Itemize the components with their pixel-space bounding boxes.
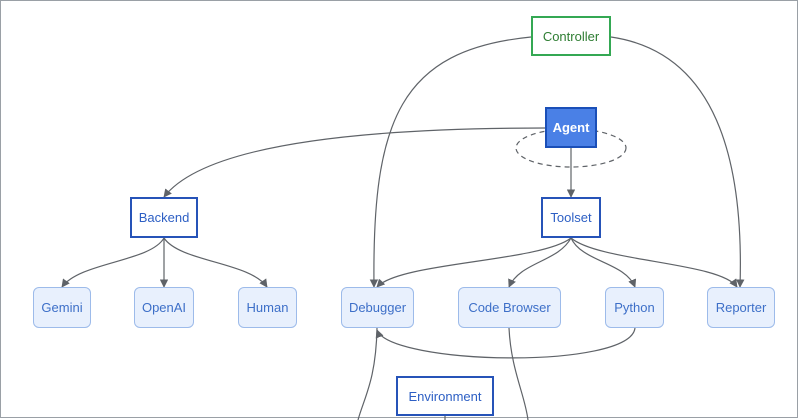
edge-controller-debugger bbox=[369, 36, 532, 288]
edge-backend-gemini bbox=[61, 237, 165, 288]
edge-python-debugger bbox=[375, 327, 636, 359]
edge-toolset-python bbox=[570, 237, 637, 288]
backend-node: Backend bbox=[130, 197, 198, 238]
edge-debugger-environment bbox=[357, 327, 378, 420]
edge-toolset-code-browser bbox=[508, 237, 572, 288]
environment-node: Environment bbox=[396, 376, 494, 416]
gemini-node: Gemini bbox=[33, 287, 91, 328]
toolset-node: Toolset bbox=[541, 197, 601, 238]
edge-toolset-debugger bbox=[376, 237, 572, 288]
debugger-node: Debugger bbox=[341, 287, 414, 328]
controller-node: Controller bbox=[531, 16, 611, 56]
python-node: Python bbox=[605, 287, 664, 328]
edge-controller-reporter bbox=[610, 36, 745, 288]
edge-toolset-reporter bbox=[570, 237, 738, 288]
agent-node: Agent bbox=[545, 107, 597, 148]
code-browser-node: Code Browser bbox=[458, 287, 561, 328]
edge-agent-backend bbox=[163, 127, 546, 198]
human-node: Human bbox=[238, 287, 297, 328]
edge-code-browser-environment bbox=[508, 327, 529, 420]
openai-node: OpenAI bbox=[134, 287, 194, 328]
edge-backend-human bbox=[163, 237, 268, 288]
reporter-node: Reporter bbox=[707, 287, 775, 328]
